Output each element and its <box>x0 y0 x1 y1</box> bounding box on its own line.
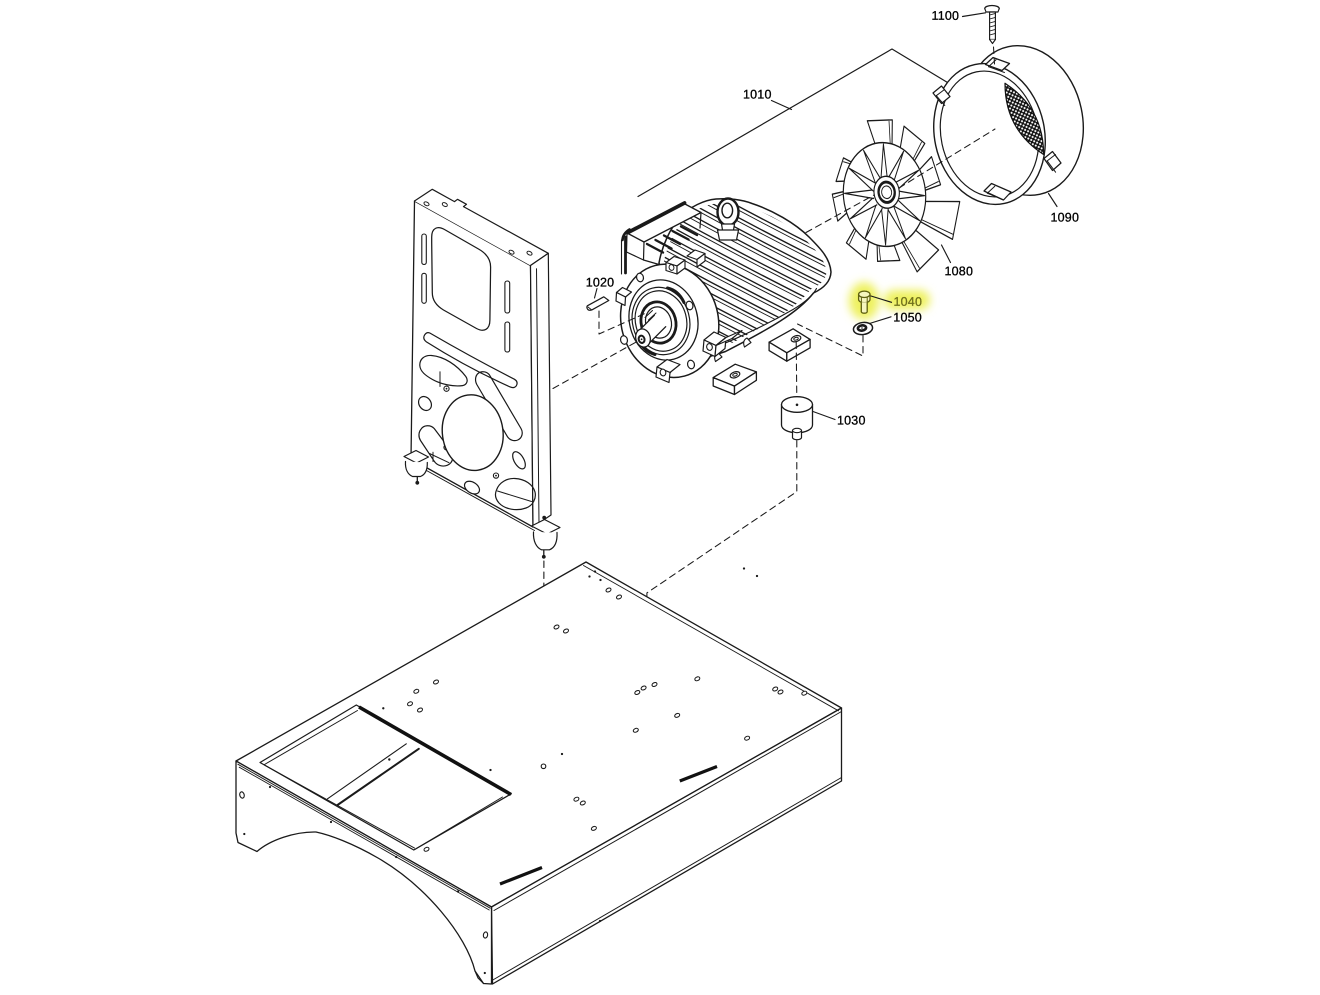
svg-text:1010: 1010 <box>743 88 772 102</box>
svg-text:1050: 1050 <box>893 311 922 325</box>
svg-text:1080: 1080 <box>944 264 973 278</box>
svg-text:1040: 1040 <box>893 295 922 309</box>
svg-text:1020: 1020 <box>586 276 615 290</box>
svg-text:1100: 1100 <box>931 9 959 23</box>
svg-text:1090: 1090 <box>1050 211 1079 225</box>
svg-text:1030: 1030 <box>837 414 866 428</box>
